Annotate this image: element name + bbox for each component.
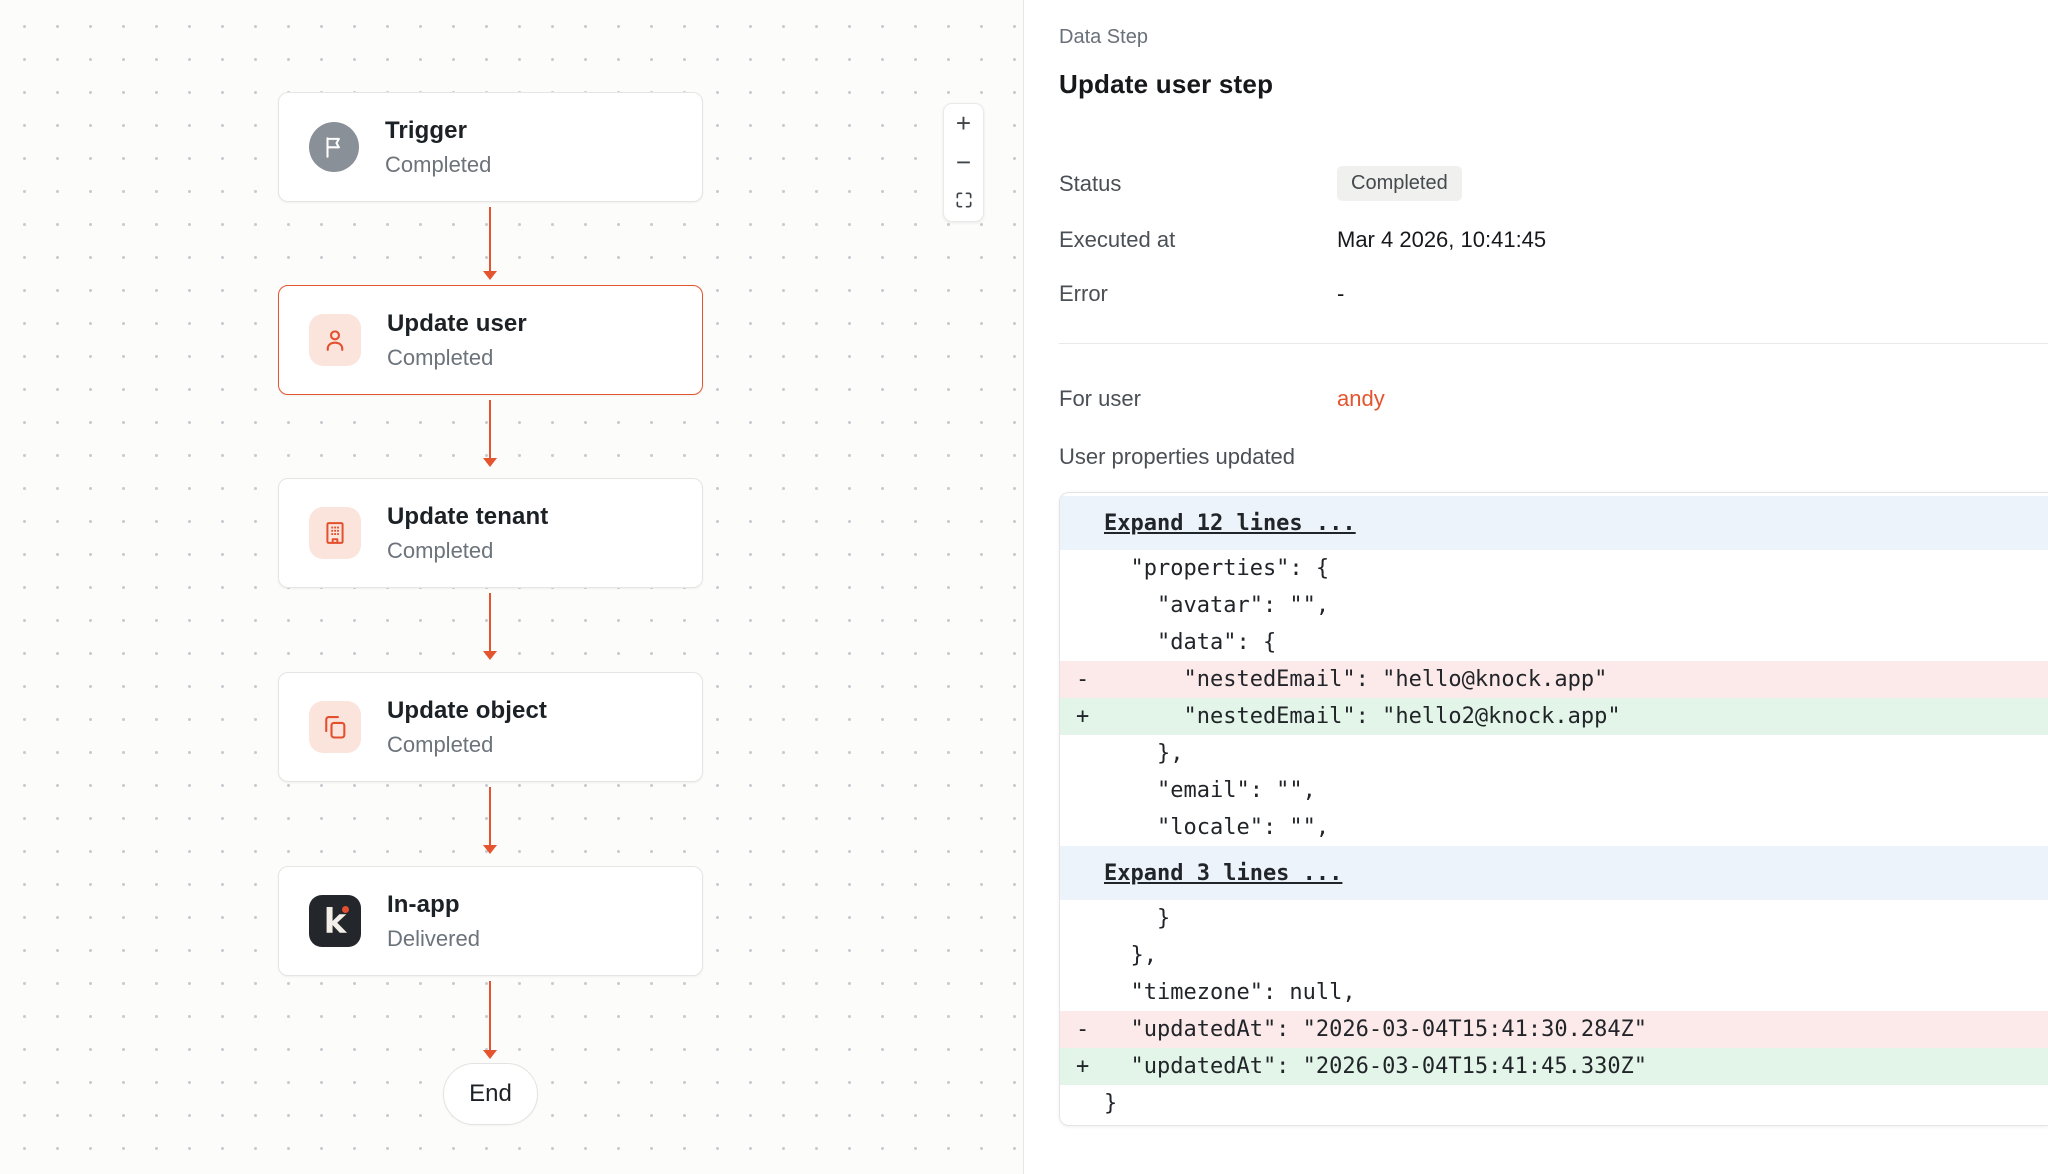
diff-marker: -	[1076, 1017, 1090, 1042]
diff-code: "nestedEmail": "hello2@knock.app"	[1104, 704, 1621, 729]
edge-arrowhead	[483, 651, 497, 660]
diff-context-row: }	[1060, 900, 2048, 937]
diff-code: }	[1104, 906, 1171, 931]
node-title: Update tenant	[387, 502, 549, 530]
workflow-canvas[interactable]: Trigger Completed Update user Completed	[0, 0, 1024, 1174]
copy-icon	[309, 701, 361, 753]
expand-lines-link[interactable]: Expand 12 lines ...	[1104, 510, 1356, 536]
diff-marker: -	[1076, 667, 1090, 692]
edge-arrowhead	[483, 1050, 497, 1059]
diff-added-row: + "nestedEmail": "hello2@knock.app"	[1060, 698, 2048, 735]
node-update-user[interactable]: Update user Completed	[278, 285, 703, 395]
executed-at-value: Mar 4 2026, 10:41:45	[1337, 227, 1547, 252]
step-type-label: Data Step	[1059, 26, 1148, 48]
diff-removed-row: - "updatedAt": "2026-03-04T15:41:30.284Z…	[1060, 1011, 2048, 1048]
user-properties-diff: Expand 12 lines ... "properties": { "ava…	[1059, 492, 2048, 1126]
edge-line	[489, 207, 491, 271]
error-label: Error	[1059, 281, 1108, 306]
minus-icon: −	[955, 147, 972, 177]
node-status: Completed	[385, 151, 492, 177]
node-title: Update object	[387, 696, 547, 724]
user-link[interactable]: andy	[1337, 386, 1385, 411]
node-end[interactable]: End	[443, 1063, 538, 1125]
edge-arrowhead	[483, 271, 497, 280]
status-label: Status	[1059, 170, 1122, 196]
zoom-in-button[interactable]: +	[944, 104, 983, 143]
step-fields: Status Completed Executed at Mar 4 2026,…	[1059, 166, 2048, 309]
diff-context-row: "avatar": "",	[1060, 587, 2048, 624]
diff-added-row: + "updatedAt": "2026-03-04T15:41:45.330Z…	[1060, 1048, 2048, 1085]
diff-code: },	[1104, 741, 1184, 766]
node-title: Update user	[387, 309, 527, 337]
diff-context-row: "data": {	[1060, 624, 2048, 661]
node-in-app[interactable]: k In-app Delivered	[278, 866, 703, 976]
diff-code: }	[1104, 1091, 1118, 1116]
node-status: Delivered	[387, 925, 480, 951]
diff-context-row: }	[1060, 1085, 2048, 1122]
diff-code: "updatedAt": "2026-03-04T15:41:30.284Z"	[1104, 1017, 1648, 1042]
end-label: End	[469, 1080, 512, 1107]
diff-context-row: },	[1060, 735, 2048, 772]
diff-context-row: "email": "",	[1060, 772, 2048, 809]
node-title: Trigger	[385, 116, 468, 144]
diff-marker: +	[1076, 704, 1090, 729]
edge-line	[489, 400, 491, 458]
diff-section-title: User properties updated	[1059, 444, 1296, 469]
flag-icon	[309, 122, 359, 172]
diff-expand-row: Expand 12 lines ...	[1060, 496, 2048, 550]
expand-lines-link[interactable]: Expand 3 lines ...	[1104, 860, 1343, 886]
page-title: Update user step	[1059, 69, 1274, 99]
plus-icon: +	[955, 108, 972, 138]
diff-code: "locale": "",	[1104, 815, 1330, 840]
zoom-out-button[interactable]: −	[944, 143, 983, 182]
diff-code: "timezone": null,	[1104, 980, 1356, 1005]
diff-code: },	[1104, 943, 1157, 968]
knock-logo-dot	[342, 906, 349, 913]
node-status: Completed	[387, 344, 494, 370]
error-value: -	[1337, 281, 1345, 306]
diff-expand-row: Expand 3 lines ...	[1060, 846, 2048, 900]
node-status: Completed	[387, 731, 494, 757]
executed-at-row: Executed at Mar 4 2026, 10:41:45	[1059, 225, 2048, 255]
edge-arrowhead	[483, 845, 497, 854]
canvas-zoom-controls: + −	[943, 103, 984, 222]
node-status: Completed	[387, 537, 494, 563]
user-icon	[309, 314, 361, 366]
status-badge: Completed	[1337, 166, 1462, 201]
diff-code: "data": {	[1104, 630, 1277, 655]
diff-context-row: "properties": {	[1060, 550, 2048, 587]
diff-code: "email": "",	[1104, 778, 1316, 803]
diff-code: "updatedAt": "2026-03-04T15:41:45.330Z"	[1104, 1054, 1648, 1079]
diff-code: "avatar": "",	[1104, 593, 1330, 618]
edge-arrowhead	[483, 458, 497, 467]
diff-code: "properties": {	[1104, 556, 1330, 581]
status-row: Status Completed	[1059, 166, 2048, 201]
error-row: Error -	[1059, 279, 2048, 309]
for-user-label: For user	[1059, 386, 1141, 411]
executed-at-label: Executed at	[1059, 227, 1176, 252]
for-user-row: For user andy	[1059, 384, 2048, 414]
node-trigger[interactable]: Trigger Completed	[278, 92, 703, 202]
diff-context-row: "timezone": null,	[1060, 974, 2048, 1011]
diff-context-row: "locale": "",	[1060, 809, 2048, 846]
diff-marker: +	[1076, 1054, 1090, 1079]
node-title: In-app	[387, 890, 460, 918]
diff-removed-row: - "nestedEmail": "hello@knock.app"	[1060, 661, 2048, 698]
edge-line	[489, 787, 491, 845]
section-divider	[1059, 343, 2048, 344]
fit-view-icon	[954, 186, 974, 217]
edge-line	[489, 593, 491, 651]
step-detail-panel: Data Step Update user step Status Comple…	[1024, 0, 2048, 1174]
building-icon	[309, 507, 361, 559]
node-update-tenant[interactable]: Update tenant Completed	[278, 478, 703, 588]
knock-logo: k	[309, 895, 361, 947]
diff-code: "nestedEmail": "hello@knock.app"	[1104, 667, 1608, 692]
node-update-object[interactable]: Update object Completed	[278, 672, 703, 782]
edge-line	[489, 981, 491, 1050]
diff-context-row: },	[1060, 937, 2048, 974]
knock-logo-letter: k	[323, 902, 347, 942]
fit-view-button[interactable]	[944, 182, 983, 221]
